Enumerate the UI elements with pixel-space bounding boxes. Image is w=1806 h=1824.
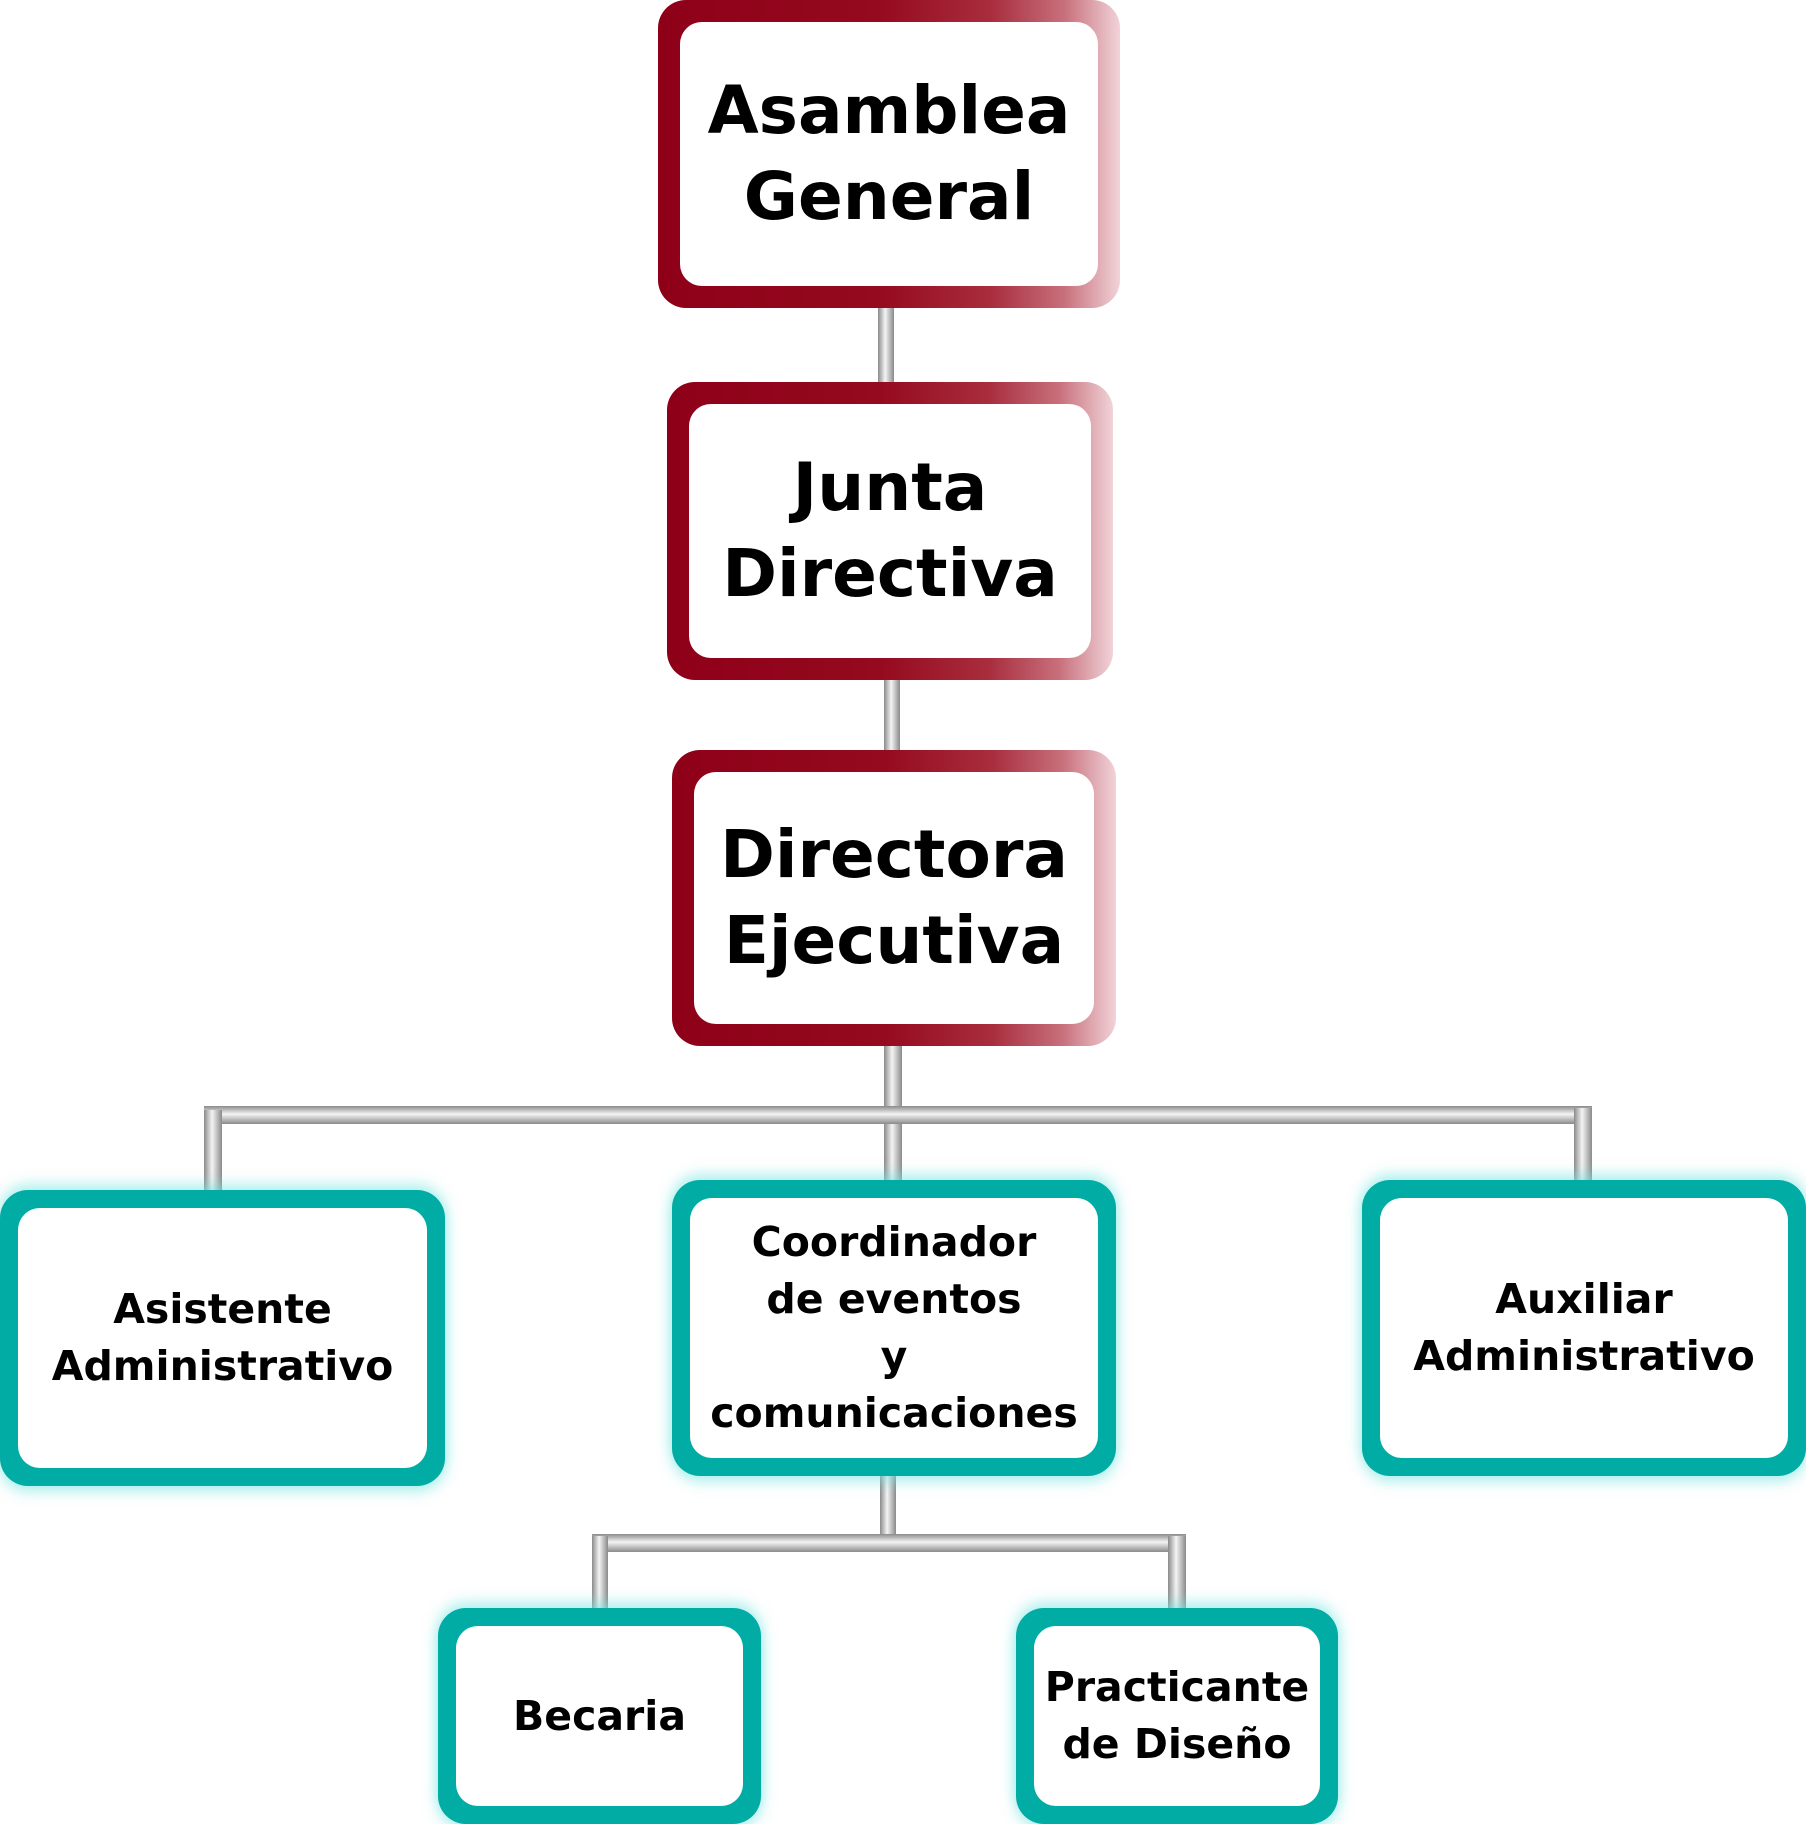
node-directora-ejecutiva-label: Directora Ejecutiva: [720, 816, 1068, 979]
connector-to-practicante: [1168, 1536, 1186, 1618]
connector-to-asistente: [204, 1110, 222, 1192]
connector-asamblea-junta: [878, 304, 894, 386]
node-coordinador-eventos-label: Coordinador de eventos y comunicaciones: [710, 1218, 1078, 1437]
connector-staff-bus: [204, 1106, 1592, 1124]
connector-to-auxiliar: [1574, 1108, 1592, 1188]
node-auxiliar-administrativo-box: Auxiliar Administrativo: [1380, 1198, 1788, 1458]
connector-coordinador-down: [880, 1466, 896, 1548]
node-practicante-diseno-box: Practicante de Diseño: [1034, 1626, 1320, 1806]
node-asistente-administrativo-label: Asistente Administrativo: [51, 1285, 394, 1390]
node-practicante-diseno-label: Practicante de Diseño: [1044, 1663, 1310, 1768]
node-asamblea-general: Asamblea General: [658, 0, 1120, 308]
node-asistente-administrativo-box: Asistente Administrativo: [18, 1208, 427, 1468]
node-becaria: Becaria: [438, 1608, 761, 1824]
node-coordinador-eventos-box: Coordinador de eventos y comunicaciones: [690, 1198, 1098, 1458]
node-becaria-box: Becaria: [456, 1626, 743, 1806]
node-directora-ejecutiva-box: Directora Ejecutiva: [694, 772, 1094, 1024]
node-asamblea-general-label: Asamblea General: [707, 72, 1071, 235]
node-junta-directiva-box: Junta Directiva: [689, 404, 1091, 658]
connector-junta-directora: [884, 674, 900, 758]
connector-to-becaria: [592, 1536, 608, 1618]
node-junta-directiva-label: Junta Directiva: [722, 449, 1058, 612]
node-auxiliar-administrativo-label: Auxiliar Administrativo: [1413, 1275, 1755, 1380]
node-coordinador-eventos: Coordinador de eventos y comunicaciones: [672, 1180, 1116, 1476]
node-asistente-administrativo: Asistente Administrativo: [0, 1190, 445, 1486]
node-directora-ejecutiva: Directora Ejecutiva: [672, 750, 1116, 1046]
node-junta-directiva: Junta Directiva: [667, 382, 1113, 680]
node-asamblea-general-box: Asamblea General: [680, 22, 1098, 286]
node-practicante-diseno: Practicante de Diseño: [1016, 1608, 1338, 1824]
node-becaria-label: Becaria: [513, 1691, 686, 1740]
node-auxiliar-administrativo: Auxiliar Administrativo: [1362, 1180, 1806, 1476]
connector-sub-bus: [592, 1534, 1186, 1552]
